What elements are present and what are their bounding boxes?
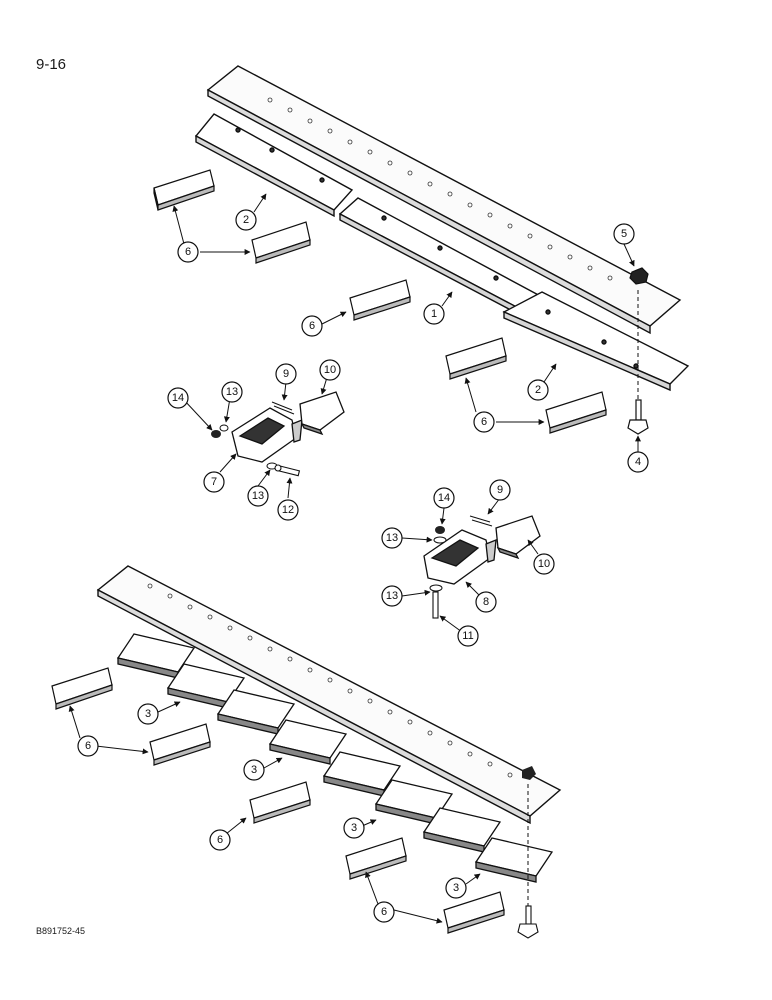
callout-label: 6 bbox=[381, 906, 387, 918]
callout-label: 1 bbox=[431, 308, 437, 320]
lower-moldboard bbox=[96, 565, 562, 825]
pin-9-lower bbox=[469, 515, 493, 527]
bolt-12 bbox=[274, 464, 301, 477]
figure-code: B891752-45 bbox=[36, 926, 86, 936]
callout-label: 13 bbox=[226, 386, 238, 398]
callout-label: 6 bbox=[85, 740, 91, 752]
callout-label: 6 bbox=[185, 246, 191, 258]
callout-label: 6 bbox=[309, 320, 315, 332]
adapter-7 bbox=[231, 407, 303, 463]
cutting-edge-blocks-lower bbox=[116, 633, 554, 883]
bolt-11 bbox=[432, 591, 439, 619]
callout-label: 14 bbox=[438, 492, 450, 504]
callout-label: 4 bbox=[635, 456, 641, 468]
bolt-lower bbox=[517, 905, 539, 939]
callout-label: 3 bbox=[251, 764, 257, 776]
leader-lines bbox=[68, 193, 641, 924]
callout-label: 9 bbox=[497, 484, 503, 496]
callout-label: 10 bbox=[538, 558, 550, 570]
callout-label: 9 bbox=[283, 368, 289, 380]
cutting-edge-upper-right bbox=[502, 291, 690, 392]
page-number: 9-16 bbox=[36, 56, 67, 73]
callout-label: 12 bbox=[282, 504, 294, 516]
callout-label: 6 bbox=[481, 416, 487, 428]
callout-labels: 1 2 2 3 3 3 3 4 5 6 6 6 6 6 6 7 8 9 9 10… bbox=[85, 214, 641, 918]
tooth-10-upper bbox=[299, 391, 345, 436]
callout-label: 13 bbox=[386, 590, 398, 602]
callout-label: 13 bbox=[252, 490, 264, 502]
callout-label: 14 bbox=[172, 392, 184, 404]
callout-label: 7 bbox=[211, 476, 217, 488]
upper-moldboard bbox=[206, 65, 682, 335]
callout-label: 3 bbox=[145, 708, 151, 720]
callout-label: 3 bbox=[453, 882, 459, 894]
adapter-8 bbox=[423, 529, 497, 585]
callout-label: 6 bbox=[217, 834, 223, 846]
callout-label: 2 bbox=[535, 384, 541, 396]
callout-label: 3 bbox=[351, 822, 357, 834]
bolt-4 bbox=[627, 399, 649, 435]
callout-label: 13 bbox=[386, 532, 398, 544]
wear-pad-group-lower bbox=[51, 667, 505, 934]
washer-13-lower bbox=[429, 536, 447, 592]
pin-9-upper bbox=[271, 401, 295, 415]
tooth-10-lower bbox=[495, 515, 541, 560]
nut-14-lower bbox=[435, 526, 445, 534]
callout-label: 10 bbox=[324, 364, 336, 376]
nut-lower bbox=[522, 766, 536, 780]
callout-label: 8 bbox=[483, 596, 489, 608]
callouts bbox=[77, 209, 649, 923]
nut-14-upper bbox=[211, 430, 221, 438]
nut-5 bbox=[629, 267, 649, 285]
callout-label: 11 bbox=[462, 630, 473, 642]
callout-label: 2 bbox=[243, 214, 249, 226]
wear-pad-group-upper bbox=[153, 169, 607, 434]
callout-label: 5 bbox=[621, 228, 627, 240]
cutting-edge-upper-left bbox=[194, 113, 354, 218]
